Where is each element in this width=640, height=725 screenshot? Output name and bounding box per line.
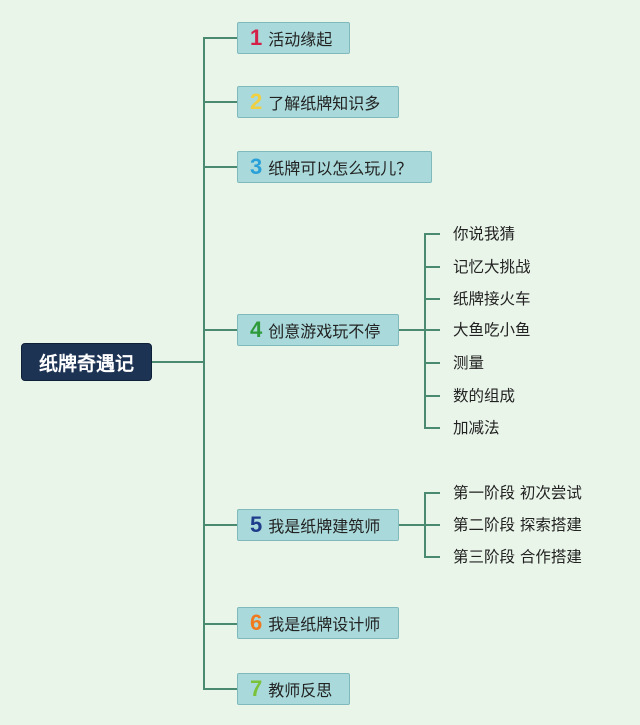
branch-node-2: 2 了解纸牌知识多 bbox=[237, 86, 399, 118]
connector-branch4-trunk bbox=[424, 233, 426, 429]
branch-node-6: 6 我是纸牌设计师 bbox=[237, 607, 399, 639]
leaf-item: 第二阶段 探索搭建 bbox=[453, 516, 582, 534]
connector-leaf bbox=[424, 427, 440, 429]
connector-branch5-out bbox=[398, 524, 425, 526]
leaf-item: 纸牌接火车 bbox=[453, 290, 531, 308]
branch-node-3: 3 纸牌可以怎么玩儿？ bbox=[237, 151, 432, 183]
leaf-item: 测量 bbox=[453, 354, 485, 372]
leaf-item: 你说我猜 bbox=[453, 225, 516, 243]
branch-node-1: 1 活动缘起 bbox=[237, 22, 350, 54]
connector-leaf bbox=[424, 556, 440, 558]
branch-node-7: 7 教师反思 bbox=[237, 673, 350, 705]
leaf-item: 第三阶段 合作搭建 bbox=[453, 548, 582, 566]
connector-leaf bbox=[424, 329, 440, 331]
branch-node-4: 4 创意游戏玩不停 bbox=[237, 314, 399, 346]
connector-root bbox=[152, 361, 204, 363]
branch-label: 我是纸牌设计师 bbox=[268, 615, 381, 634]
leaf-item: 数的组成 bbox=[453, 387, 516, 405]
connector-branch-2 bbox=[203, 101, 237, 103]
branch-label: 活动缘起 bbox=[268, 30, 333, 49]
connector-branch-7 bbox=[203, 688, 237, 690]
root-label: 纸牌奇遇记 bbox=[38, 352, 134, 375]
connector-trunk bbox=[203, 37, 205, 689]
connector-branch-5 bbox=[203, 524, 237, 526]
branch-label: 纸牌可以怎么玩儿？ bbox=[268, 159, 413, 178]
branch-number: 5 bbox=[250, 512, 263, 537]
root-node: 纸牌奇遇记 bbox=[21, 343, 152, 381]
branch-node-5: 5 我是纸牌建筑师 bbox=[237, 509, 399, 541]
branch-number: 4 bbox=[250, 317, 263, 342]
branch-label: 了解纸牌知识多 bbox=[268, 94, 381, 113]
branch-number: 3 bbox=[250, 154, 263, 179]
branch-number: 2 bbox=[250, 89, 263, 114]
branch-label: 教师反思 bbox=[268, 681, 333, 700]
connector-branch-4 bbox=[203, 329, 237, 331]
connector-branch-6 bbox=[203, 623, 237, 625]
connector-leaf bbox=[424, 298, 440, 300]
branch-number: 7 bbox=[250, 676, 263, 701]
connector-leaf bbox=[424, 233, 440, 235]
connector-leaf bbox=[424, 266, 440, 268]
branch-label: 创意游戏玩不停 bbox=[268, 322, 381, 341]
connector-leaf bbox=[424, 524, 440, 526]
leaf-item: 第一阶段 初次尝试 bbox=[453, 484, 582, 502]
connector-branch-3 bbox=[203, 166, 237, 168]
leaf-item: 大鱼吃小鱼 bbox=[453, 321, 531, 339]
branch-label: 我是纸牌建筑师 bbox=[268, 517, 381, 536]
connector-branch4-out bbox=[398, 329, 425, 331]
leaf-item: 加减法 bbox=[453, 419, 500, 437]
connector-leaf bbox=[424, 492, 440, 494]
leaf-item: 记忆大挑战 bbox=[453, 258, 531, 276]
connector-leaf bbox=[424, 362, 440, 364]
branch-number: 1 bbox=[250, 25, 263, 50]
connector-leaf bbox=[424, 395, 440, 397]
connector-branch-1 bbox=[203, 37, 237, 39]
branch-number: 6 bbox=[250, 610, 263, 635]
